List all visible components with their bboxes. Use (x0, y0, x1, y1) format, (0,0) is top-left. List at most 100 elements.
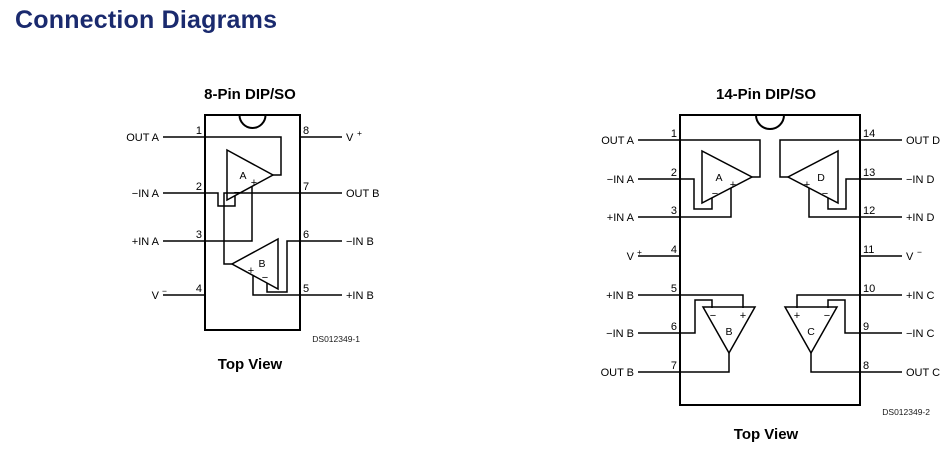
pin-number: 1 (196, 125, 202, 137)
page-title: Connection Diagrams (15, 6, 278, 34)
dip14-pin9-wire (827, 299, 902, 334)
pin-number: 7 (671, 360, 677, 372)
dip14-opamp-B: B − + (701, 306, 757, 355)
dip8-left-pins: 1 OUT A 2 −IN A 3 +IN A 4 V − (126, 125, 202, 302)
pin-number: 6 (303, 229, 309, 241)
minus-sign: − (712, 188, 718, 200)
pin-number: 14 (863, 128, 875, 140)
pin-label: V (906, 251, 914, 263)
dip14-pin1-notch (755, 114, 785, 130)
dip8-pin2-wire (163, 192, 236, 207)
dip8-pin6-wire (266, 240, 342, 293)
dip14-wires (638, 139, 902, 373)
minus-sign: − (824, 310, 830, 322)
opamp-label: B (258, 258, 265, 270)
pin-label: OUT C (906, 367, 940, 379)
dip14-package-outline (679, 114, 861, 406)
opamp-triangle (783, 306, 839, 355)
dip14-pin13-wire (827, 178, 902, 210)
pin-number: 2 (671, 167, 677, 179)
opamp-label: C (807, 326, 815, 338)
dip14-pin5-wire (638, 294, 744, 308)
minus-sign: − (710, 310, 716, 322)
minus-sign: − (234, 187, 240, 199)
opamp-triangle (701, 306, 757, 355)
plus-sign: + (794, 310, 800, 322)
dip14-heading: 14-Pin DIP/SO (715, 86, 817, 103)
opamp-label: A (239, 170, 246, 182)
plus-sign: + (251, 177, 257, 189)
opamp-triangle (226, 148, 275, 202)
pin-number: 9 (863, 321, 869, 333)
dip8-pin1-wire (163, 136, 282, 176)
pin-number: 5 (303, 283, 309, 295)
pin-number: 3 (196, 229, 202, 241)
dip8-pin5-wire (252, 276, 342, 296)
dip8-heading: 8-Pin DIP/SO (204, 86, 296, 103)
pin-label-superscript: + (357, 128, 362, 138)
pin-label: −IN A (132, 188, 160, 200)
dip14-pin12-wire (808, 188, 902, 218)
dip14-pin14-wire (779, 139, 902, 178)
pin-number: 6 (671, 321, 677, 333)
pin-label: OUT D (906, 135, 940, 147)
pin-label: −IN D (906, 174, 934, 186)
dip8-pin1-notch (238, 114, 267, 129)
pin-number: 2 (196, 181, 202, 193)
opamp-label: B (725, 326, 732, 338)
opamp-triangle (230, 237, 279, 291)
pin-number: 11 (863, 244, 874, 256)
plus-sign: + (804, 179, 810, 191)
dip8-diagram: A − + B + − 1 OUT A 2 −IN A 3 +IN A 4 V … (126, 114, 379, 344)
pin-label-superscript: − (917, 247, 922, 257)
pin-label: +IN D (906, 212, 934, 224)
opamp-triangle (786, 149, 839, 205)
minus-sign: − (822, 188, 828, 200)
dip8-right-pins: 8 V + 7 OUT B 6 −IN B 5 +IN B (303, 125, 379, 302)
pin-number: 4 (671, 244, 677, 256)
pin-label: −IN A (607, 174, 635, 186)
opamp-triangle (701, 149, 754, 205)
dip8-wires (163, 136, 342, 296)
figure-number: DS012349-1 (312, 334, 360, 344)
opamp-label: D (817, 172, 825, 184)
pin-label: −IN B (346, 236, 374, 248)
dip14-opamp-D: D + − (786, 149, 839, 205)
dip8-opamp-B: B + − (230, 237, 279, 291)
pin-label: +IN A (132, 236, 160, 248)
pin-label: +IN A (607, 212, 635, 224)
dip14-diagram: A − + D + − B − + C + − 1 OUT A (601, 114, 940, 417)
dip14-pin10-wire (796, 294, 902, 308)
dip14-caption: Top View (733, 426, 799, 443)
plus-sign: + (248, 265, 254, 277)
pin-number: 10 (863, 283, 875, 295)
dip8-pin3-wire (163, 186, 253, 242)
pin-label: −IN B (606, 328, 634, 340)
dip14-right-pins: 14 OUT D 13 −IN D 12 +IN D 11 V − 10 +IN… (863, 128, 940, 379)
pin-label: OUT B (601, 367, 634, 379)
pin-label: OUT A (126, 132, 159, 144)
pin-label: V (152, 290, 160, 302)
pin-number: 8 (303, 125, 309, 137)
minus-sign: − (262, 272, 268, 284)
plus-sign: + (730, 179, 736, 191)
pin-label: V (346, 132, 354, 144)
dip8-opamp-A: A − + (226, 148, 275, 202)
pin-number: 1 (671, 128, 677, 140)
dip8-package-outline (204, 114, 301, 331)
pin-number: 3 (671, 205, 677, 217)
pin-number: 4 (196, 283, 202, 295)
dip14-pin6-wire (638, 299, 713, 334)
dip14-opamp-A: A − + (701, 149, 754, 205)
plus-sign: + (740, 310, 746, 322)
pin-label: +IN B (346, 290, 374, 302)
dip8-caption: Top View (217, 356, 283, 373)
pin-number: 12 (863, 205, 875, 217)
pin-label: V (627, 251, 635, 263)
pin-label: +IN C (906, 290, 934, 302)
dip14-pin2-wire (638, 178, 713, 210)
pin-number: 5 (671, 283, 677, 295)
pin-number: 7 (303, 181, 309, 193)
opamp-label: A (715, 172, 722, 184)
